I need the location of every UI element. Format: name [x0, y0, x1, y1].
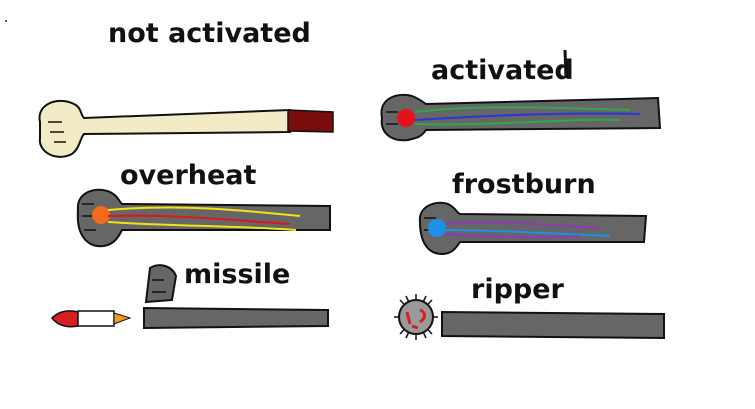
stray-tick — [563, 49, 568, 79]
bone-arm-icon — [38, 99, 334, 158]
frostburn-arm-icon — [418, 201, 648, 256]
missile-icon — [51, 310, 132, 328]
missile-launcher-icon — [143, 264, 329, 330]
label-overheat: overheat — [120, 160, 257, 191]
ripper-arm-icon — [394, 294, 665, 340]
label-missile: missile — [184, 259, 291, 290]
overheat-arm-icon — [76, 188, 331, 248]
label-not-activated: not activated — [108, 18, 311, 49]
label-activated: activated — [431, 55, 574, 86]
label-ripper: ripper — [471, 274, 564, 305]
activated-arm-icon — [380, 93, 662, 142]
stray-dot — [5, 20, 7, 22]
label-frostburn: frostburn — [452, 169, 596, 200]
